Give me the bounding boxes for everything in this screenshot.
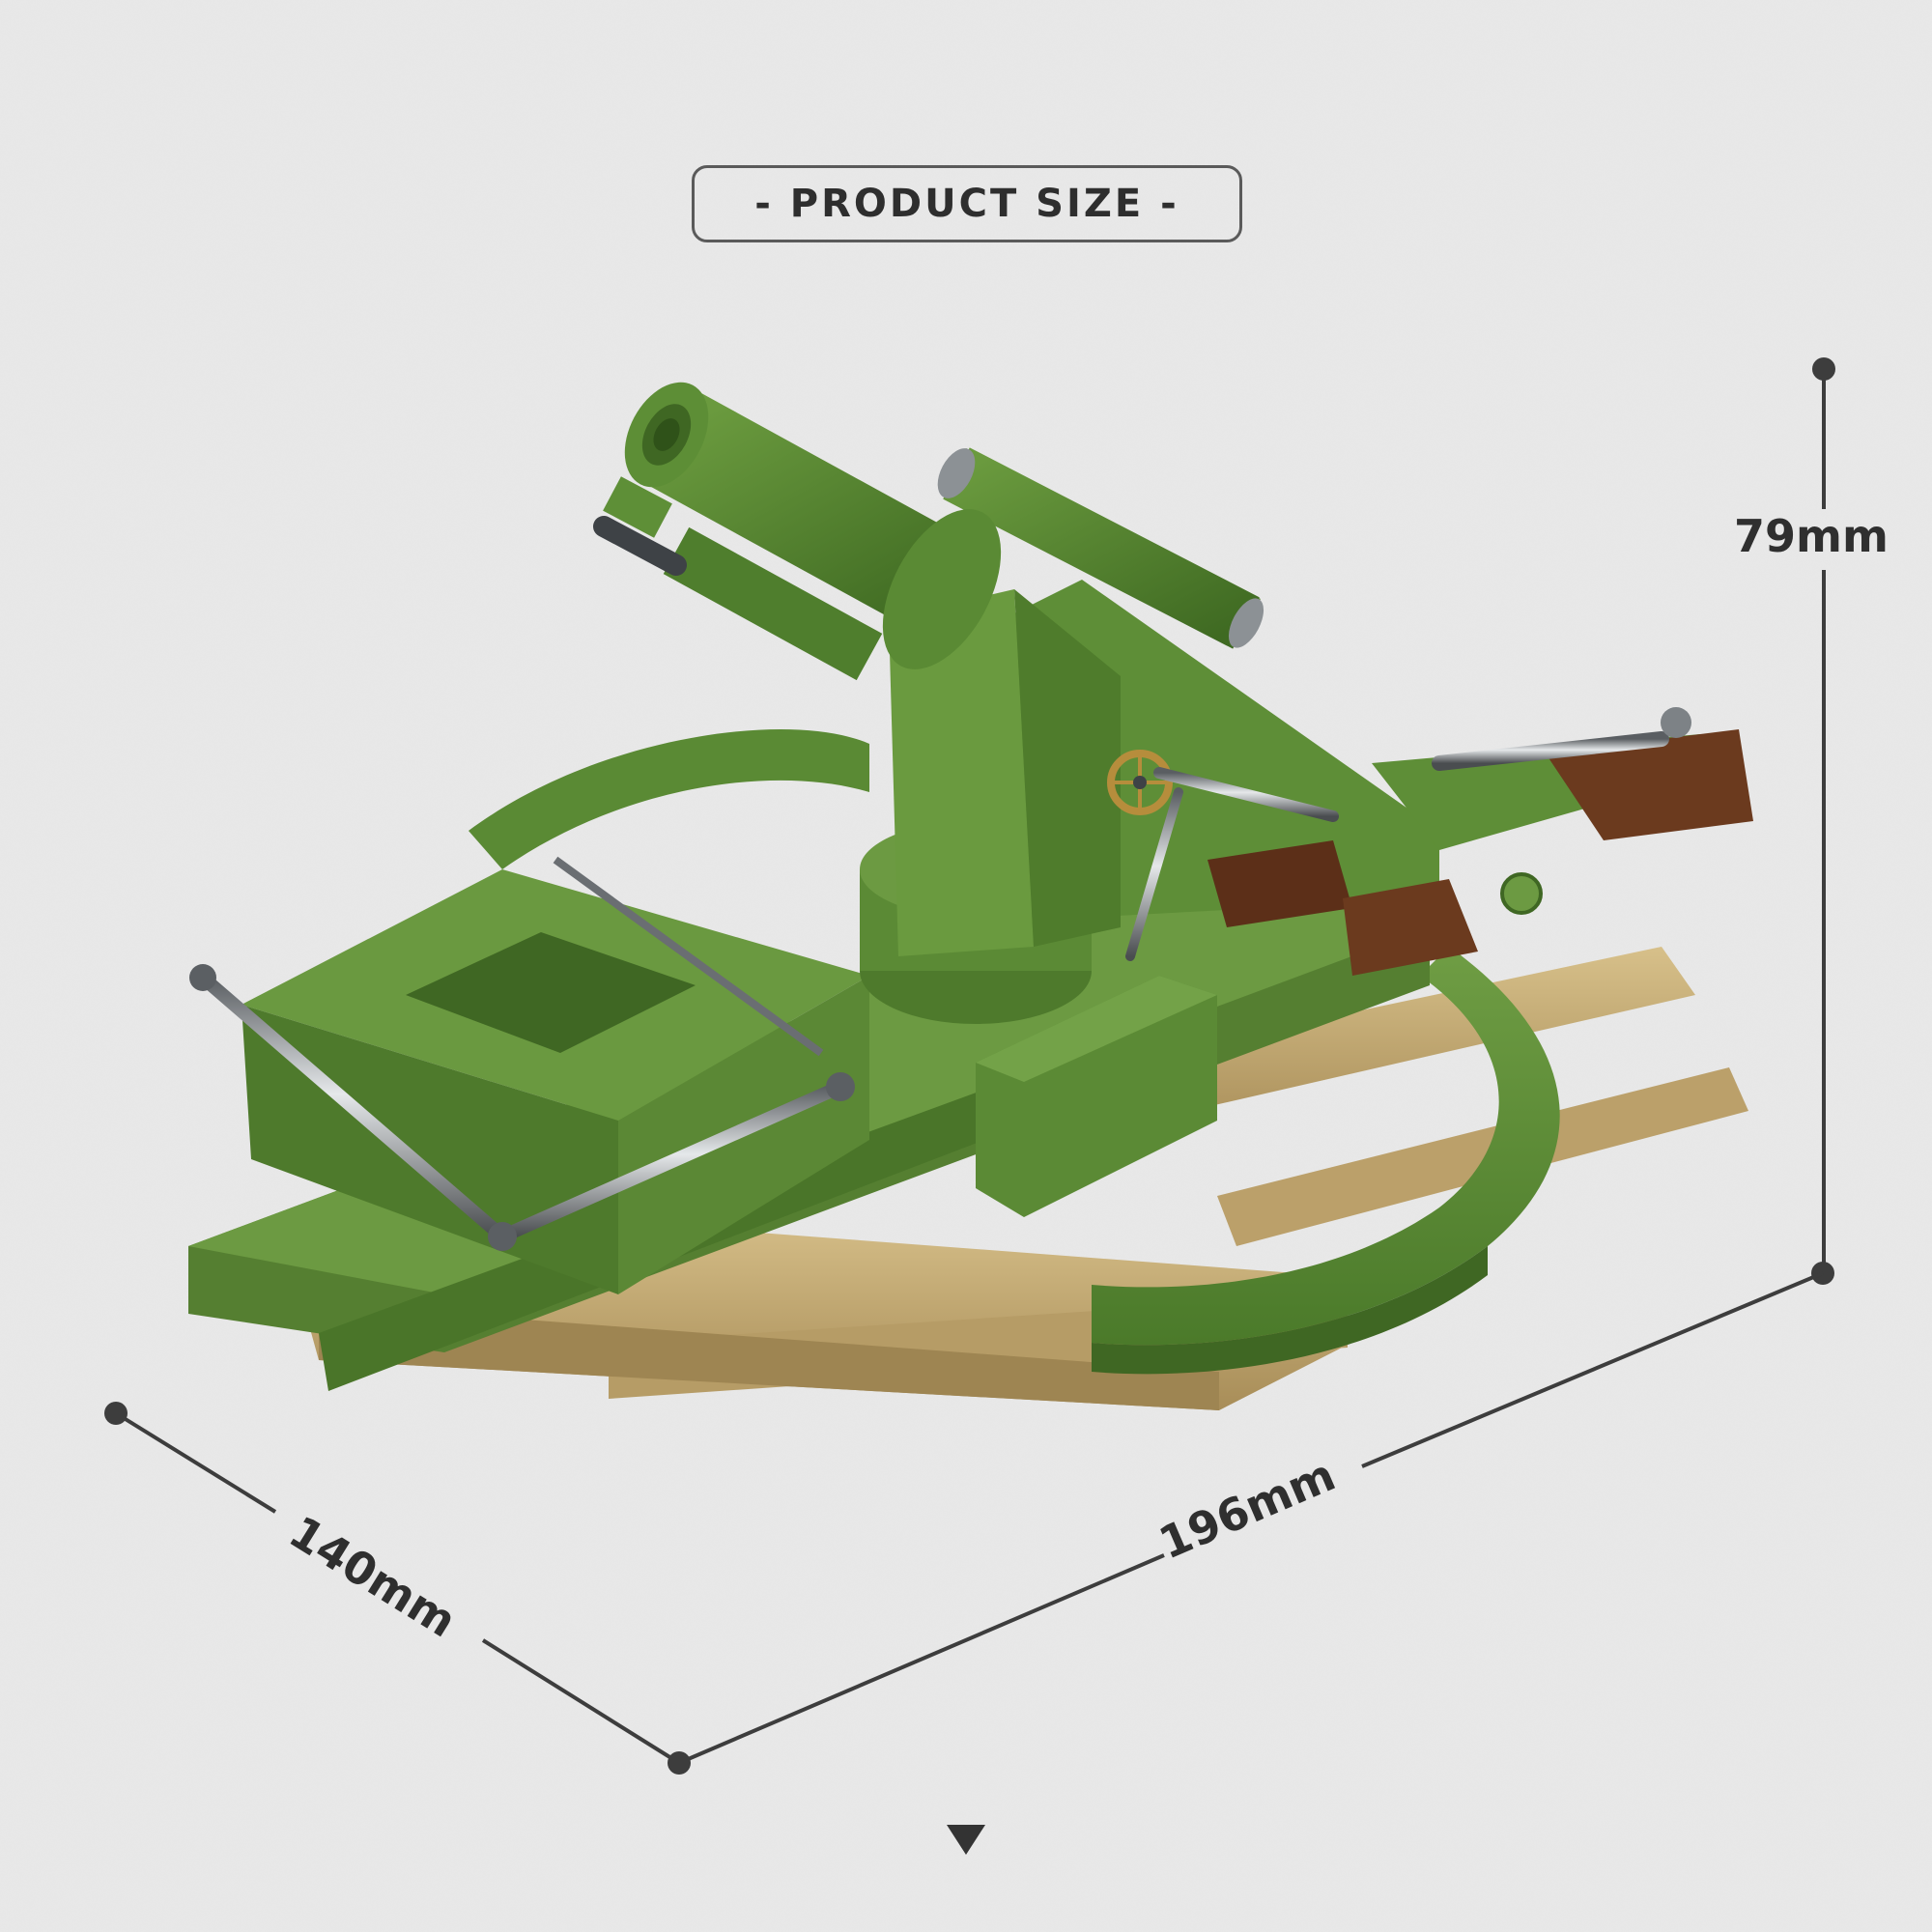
- handrails: [189, 856, 855, 1251]
- width-left-dot-icon: [104, 1402, 128, 1425]
- width-dimension-line: [104, 1402, 681, 1765]
- handwheel: [1107, 750, 1339, 961]
- recoil-cylinder: [937, 447, 1264, 649]
- traverse-arc: [469, 729, 1560, 1375]
- down-arrow-icon[interactable]: [947, 1825, 985, 1855]
- page-title: - PRODUCT SIZE -: [754, 182, 1179, 226]
- tail-section: [1208, 707, 1753, 976]
- gun-mount: [860, 580, 1439, 1024]
- corner-dot-icon: [668, 1751, 691, 1775]
- product-size-header: - PRODUCT SIZE -: [692, 165, 1242, 242]
- height-label: 79mm: [1734, 510, 1889, 562]
- howitzer-barrel: [593, 382, 1002, 681]
- height-top-dot-icon: [1812, 357, 1835, 381]
- length-dimension-line: [668, 1271, 1824, 1775]
- height-dimension-line: [1811, 357, 1835, 1285]
